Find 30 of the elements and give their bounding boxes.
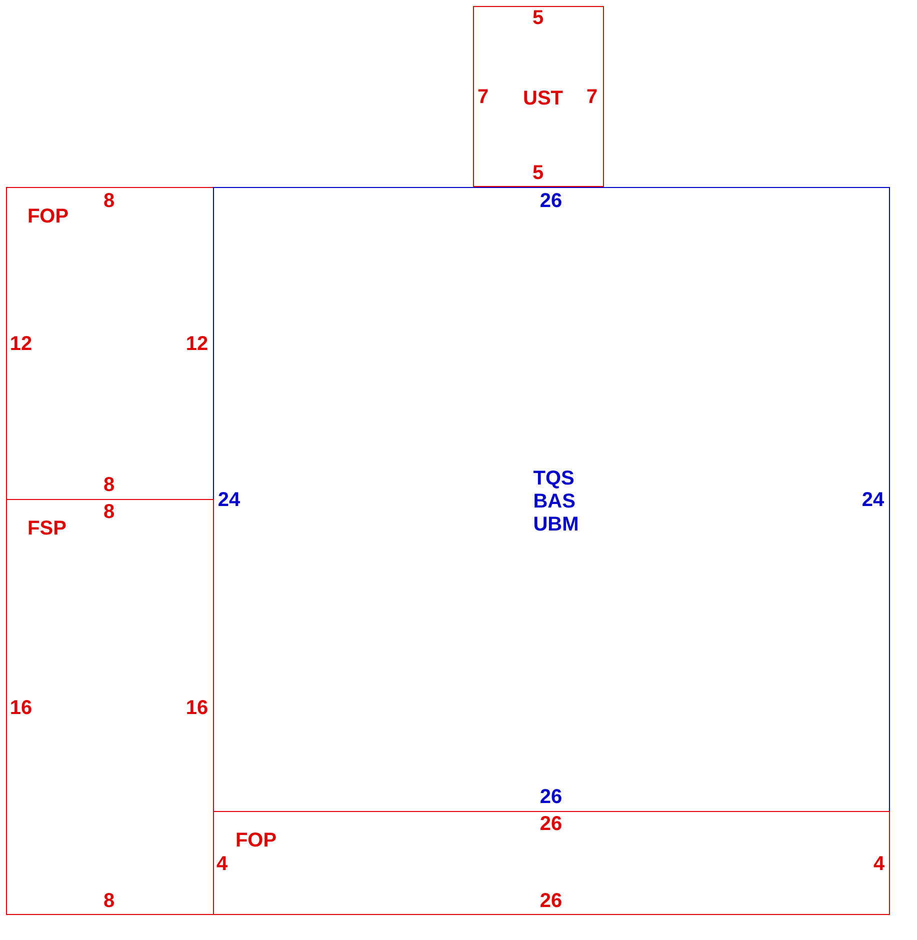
dimension-label: 8 xyxy=(103,474,115,496)
room-label: UST xyxy=(523,88,563,110)
dimension-label: 5 xyxy=(532,162,544,184)
dimension-label: 24 xyxy=(862,489,884,511)
room-outline xyxy=(213,187,890,812)
room-label: FOP xyxy=(235,830,277,852)
room-label: FSP xyxy=(28,518,66,540)
room-label: FOP xyxy=(27,206,69,228)
dimension-label: 8 xyxy=(103,190,115,212)
dimension-label: 8 xyxy=(103,890,115,912)
dimension-label: 12 xyxy=(186,333,208,355)
dimension-label: 26 xyxy=(540,786,562,808)
dimension-label: 8 xyxy=(103,501,115,523)
dimension-label: 12 xyxy=(10,333,32,355)
dimension-label: 16 xyxy=(10,697,32,719)
dimension-label: 4 xyxy=(873,853,885,875)
room-outline xyxy=(6,187,214,500)
dimension-label: 26 xyxy=(540,813,562,835)
dimension-label: 5 xyxy=(532,7,544,29)
room-outline xyxy=(6,499,214,915)
dimension-label: 7 xyxy=(586,86,598,108)
dimension-label: 7 xyxy=(477,86,489,108)
dimension-label: 26 xyxy=(540,890,562,912)
dimension-label: 24 xyxy=(218,489,240,511)
dimension-label: 16 xyxy=(186,697,208,719)
room-outline xyxy=(213,811,890,915)
room-label: TQS BAS UBM xyxy=(533,468,579,536)
room-outline xyxy=(473,6,604,187)
dimension-label: 4 xyxy=(216,853,228,875)
dimension-label: 26 xyxy=(540,190,562,212)
